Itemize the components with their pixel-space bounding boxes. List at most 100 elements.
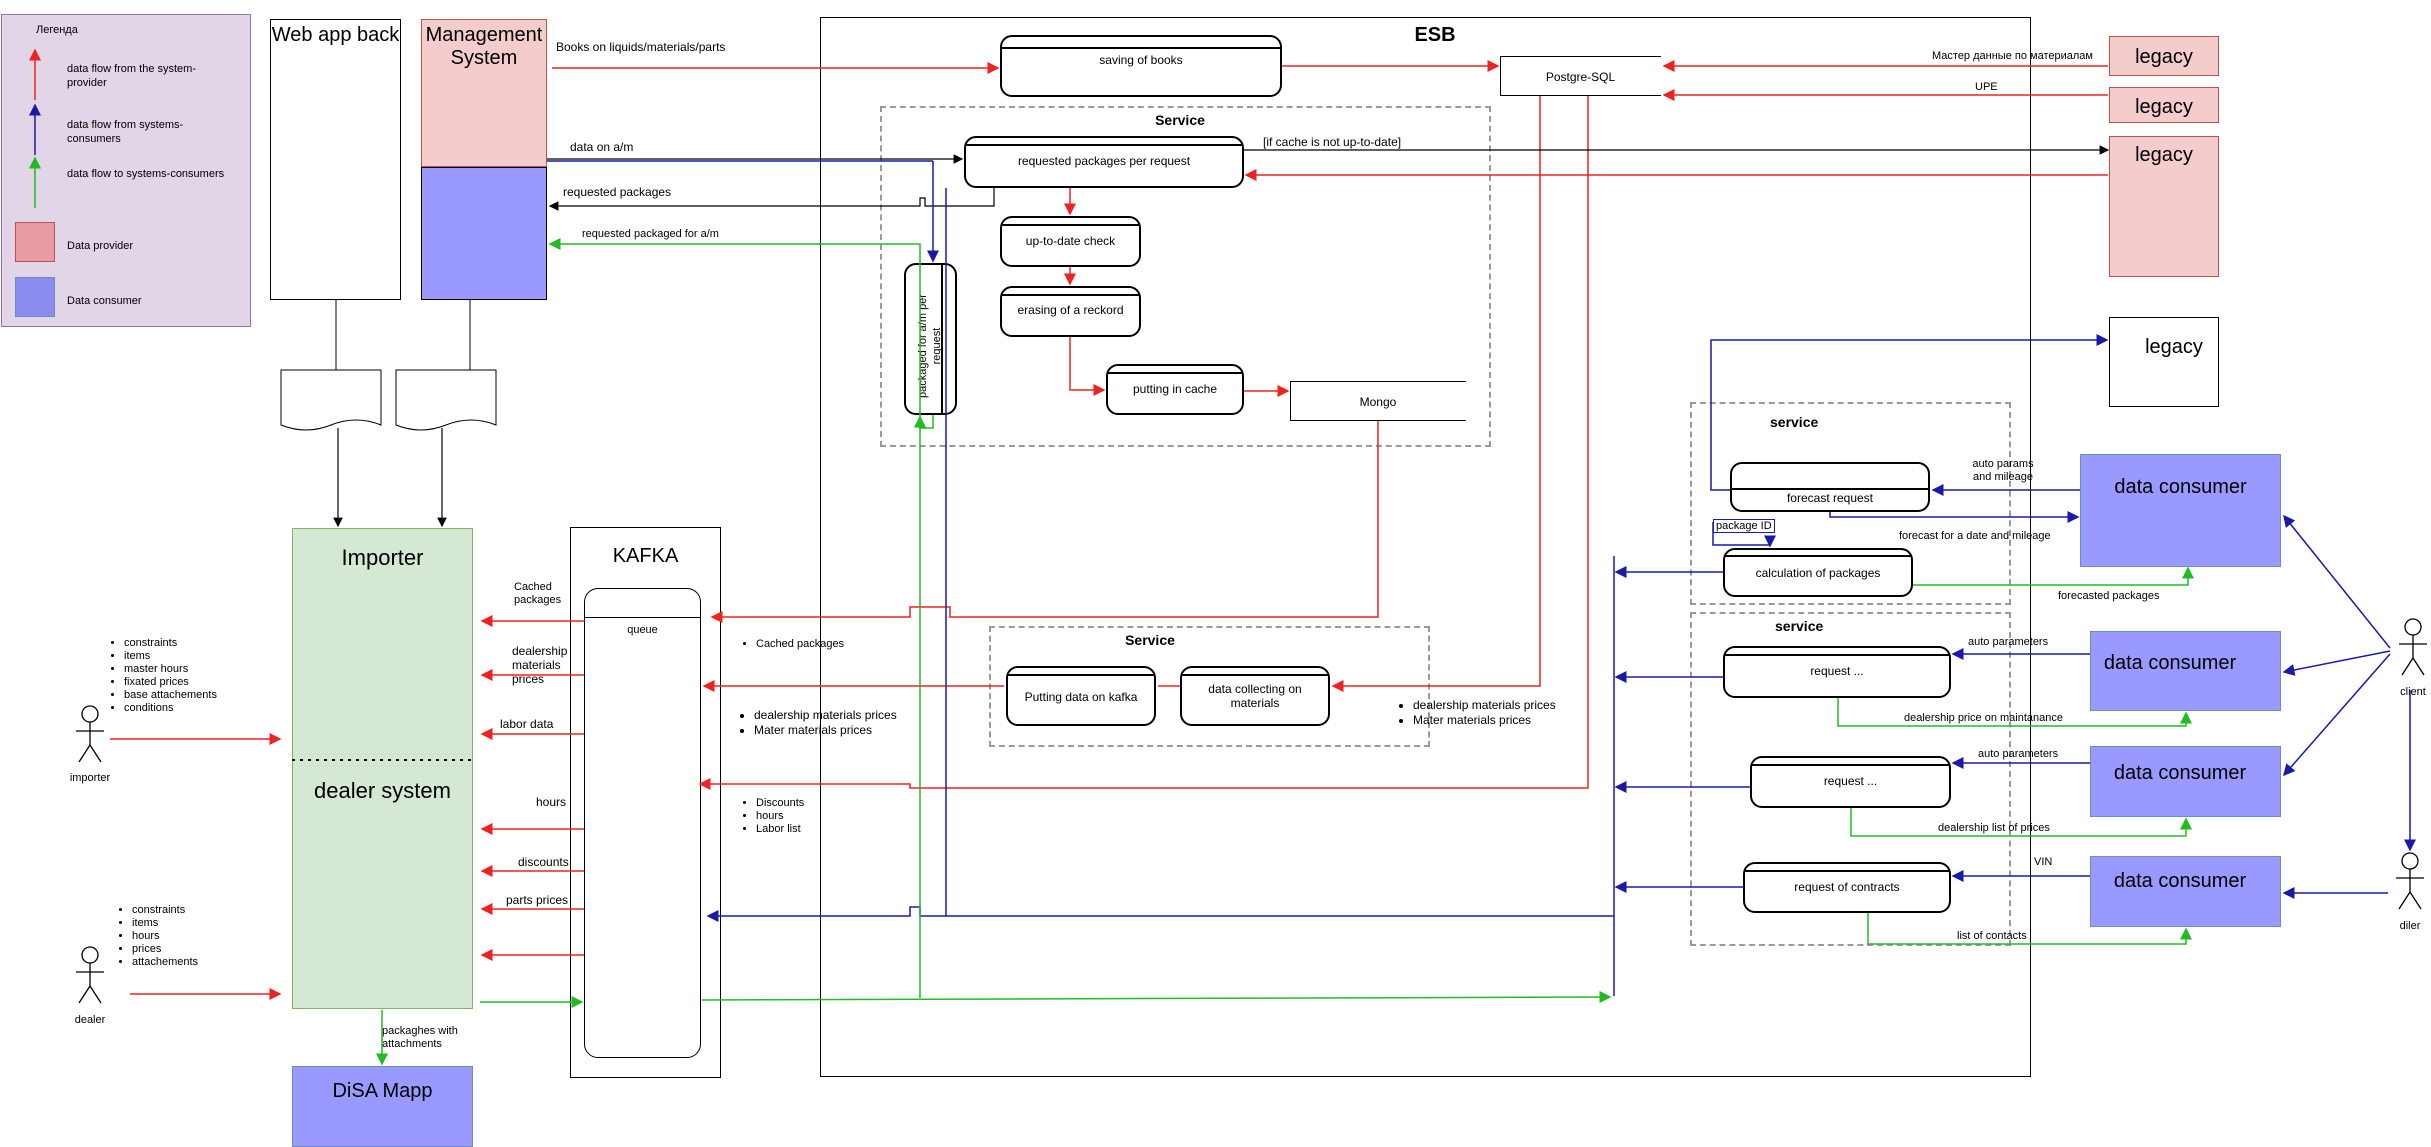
edge-label-forecast-date: forecast for a date and mileage	[1899, 530, 2051, 542]
actor-dealer-label: dealer	[74, 1014, 106, 1026]
edge-label-cache-not-up: [if cache is not up-to-date]	[1263, 135, 1402, 149]
putting-in-cache-label: putting in cache	[1132, 382, 1218, 396]
legacy-label-1: legacy	[2135, 46, 2193, 68]
management-system-consumer	[421, 167, 547, 300]
putting-on-kafka-node: Putting data on kafka	[1006, 666, 1156, 726]
list-item: Labor list	[756, 823, 804, 836]
legacy-node-2	[2109, 87, 2219, 123]
list-item: Cached packages	[756, 638, 844, 651]
actor-client-icon	[2399, 618, 2427, 676]
legacy-label-3: legacy	[2135, 144, 2193, 166]
up-to-date-check-label: up-to-date check	[1025, 234, 1116, 248]
legend-provider-swatch	[15, 222, 55, 262]
postgre-sql-label: Postgre-SQL	[1545, 70, 1616, 84]
list-item: items	[132, 917, 198, 930]
edge-label-requested-packaged-am: requested packaged for a/m	[582, 228, 719, 240]
queue-label: queue	[627, 624, 658, 636]
edge-label-requested-packages: requested packages	[563, 185, 672, 199]
queue-materials-list: dealership materials prices Mater materi…	[738, 708, 897, 738]
packaged-for-am-label: packaged for a/m per request	[917, 294, 943, 398]
list-item: attachements	[132, 956, 198, 969]
web-app-back-node	[270, 19, 401, 300]
list-item: dealership materials prices	[754, 708, 897, 723]
queue-discounts-list: Discounts hours Labor list	[740, 797, 804, 836]
edge-label-forecasted-packages: forecasted packages	[2058, 590, 2160, 602]
edge-label-auto-parameters-2: auto parameters	[1978, 748, 2059, 760]
request-contracts-label: request of contracts	[1794, 880, 1900, 894]
disa-mapp-node	[292, 1066, 473, 1147]
list-item: master hours	[124, 663, 217, 676]
web-app-back-label: Web app back	[271, 24, 400, 46]
collector-materials-list: dealership materials prices Mater materi…	[1397, 698, 1556, 728]
legacy-label-2: legacy	[2135, 96, 2193, 118]
legend-item-provider: Data provider	[67, 240, 134, 252]
legacy-label-4: legacy	[2145, 336, 2203, 358]
legacy-node-1	[2109, 36, 2219, 76]
erasing-record-node: erasing of a reckord	[1000, 286, 1141, 337]
queue-cached-list: Cached packages	[740, 638, 844, 651]
actor-diler-icon	[2396, 852, 2424, 910]
importer-label: Importer	[341, 545, 424, 570]
dealer-inputs-list: constraints items hours prices attacheme…	[116, 904, 198, 969]
data-consumer-4-label: data consumer	[2113, 870, 2247, 892]
legend-consumer-swatch	[15, 277, 55, 317]
request-2-node: request ...	[1750, 756, 1951, 808]
kafka-queue	[584, 588, 701, 1058]
actor-diler-label: diler	[2399, 920, 2421, 932]
forecast-request-node: forecast request	[1730, 462, 1930, 512]
data-consumer-1	[2080, 454, 2281, 567]
requested-packages-node: requested packages per request	[964, 136, 1244, 188]
edge-label-parts-prices: parts prices	[506, 893, 569, 907]
up-to-date-check-node: up-to-date check	[1000, 216, 1141, 267]
service-kafka-label: Service	[1125, 632, 1175, 648]
kafka-queue-divider	[584, 617, 701, 618]
legend-panel	[1, 14, 251, 327]
request-1-node: request ...	[1723, 646, 1951, 698]
dealer-system-label: dealer system	[314, 778, 451, 803]
data-collecting-node: data collecting on materials	[1180, 666, 1330, 726]
list-item: Discounts	[756, 797, 804, 810]
legend-item-provider-flow: data flow from the system-provider	[67, 63, 196, 89]
edge-label-data-am: data on a/m	[570, 140, 634, 154]
actor-client-label: client	[2400, 686, 2426, 698]
postgre-sql-node	[1500, 56, 1661, 96]
data-consumer-3-label: data consumer	[2113, 762, 2247, 784]
list-item: base attachements	[124, 689, 217, 702]
actor-dealer-icon	[76, 946, 104, 1004]
request-1-label: request ...	[1810, 664, 1864, 678]
service-forecast-label: service	[1770, 414, 1819, 430]
calculation-packages-label: calculation of packages	[1755, 566, 1881, 580]
actor-importer-label: importer	[69, 772, 111, 784]
management-system-provider	[421, 19, 547, 167]
data-consumer-2	[2090, 631, 2281, 711]
putting-in-cache-node: putting in cache	[1106, 364, 1244, 415]
list-item: constraints	[124, 637, 217, 650]
edge-label-dealership-list: dealership list of prices	[1938, 822, 2050, 834]
actor-importer-icon	[76, 705, 104, 763]
edge-label-dealership-materials: dealership materials prices	[512, 644, 568, 686]
legend-title: Легенда	[36, 24, 78, 36]
saving-of-books-node: saving of books	[1000, 35, 1282, 97]
legend-item-consumer: Data consumer	[67, 295, 142, 307]
list-item: Mater materials prices	[1413, 713, 1556, 728]
edge-label-vin: VIN	[2034, 856, 2053, 868]
mongo-label: Mongo	[1359, 395, 1397, 409]
kafka-label: KAFKA	[612, 545, 679, 567]
request-contracts-node: request of contracts	[1743, 862, 1951, 913]
edge-label-hours: hours	[536, 795, 567, 809]
forecast-request-label: forecast request	[1786, 491, 1874, 505]
calculation-packages-node: calculation of packages	[1723, 548, 1913, 597]
legacy-node-4	[2109, 317, 2219, 407]
json-doc-2-label: Json	[432, 388, 460, 403]
list-item: hours	[756, 810, 804, 823]
edge-label-labor-data: labor data	[500, 717, 554, 731]
json-doc-1-label: Json	[317, 388, 345, 403]
edge-label-packages-attachments: packaghes with attachments	[382, 1025, 458, 1050]
importer-node	[292, 528, 473, 1009]
edge-label-discounts: discounts	[518, 855, 569, 869]
edge-label-cached-packages: Cached packages	[514, 581, 562, 606]
legend-item-to-consumer-flow: data flow to systems-consumers	[67, 168, 225, 180]
edge-label-package-id: package ID	[1713, 519, 1775, 533]
importer-inputs-list: constraints items master hours fixated p…	[108, 637, 217, 715]
